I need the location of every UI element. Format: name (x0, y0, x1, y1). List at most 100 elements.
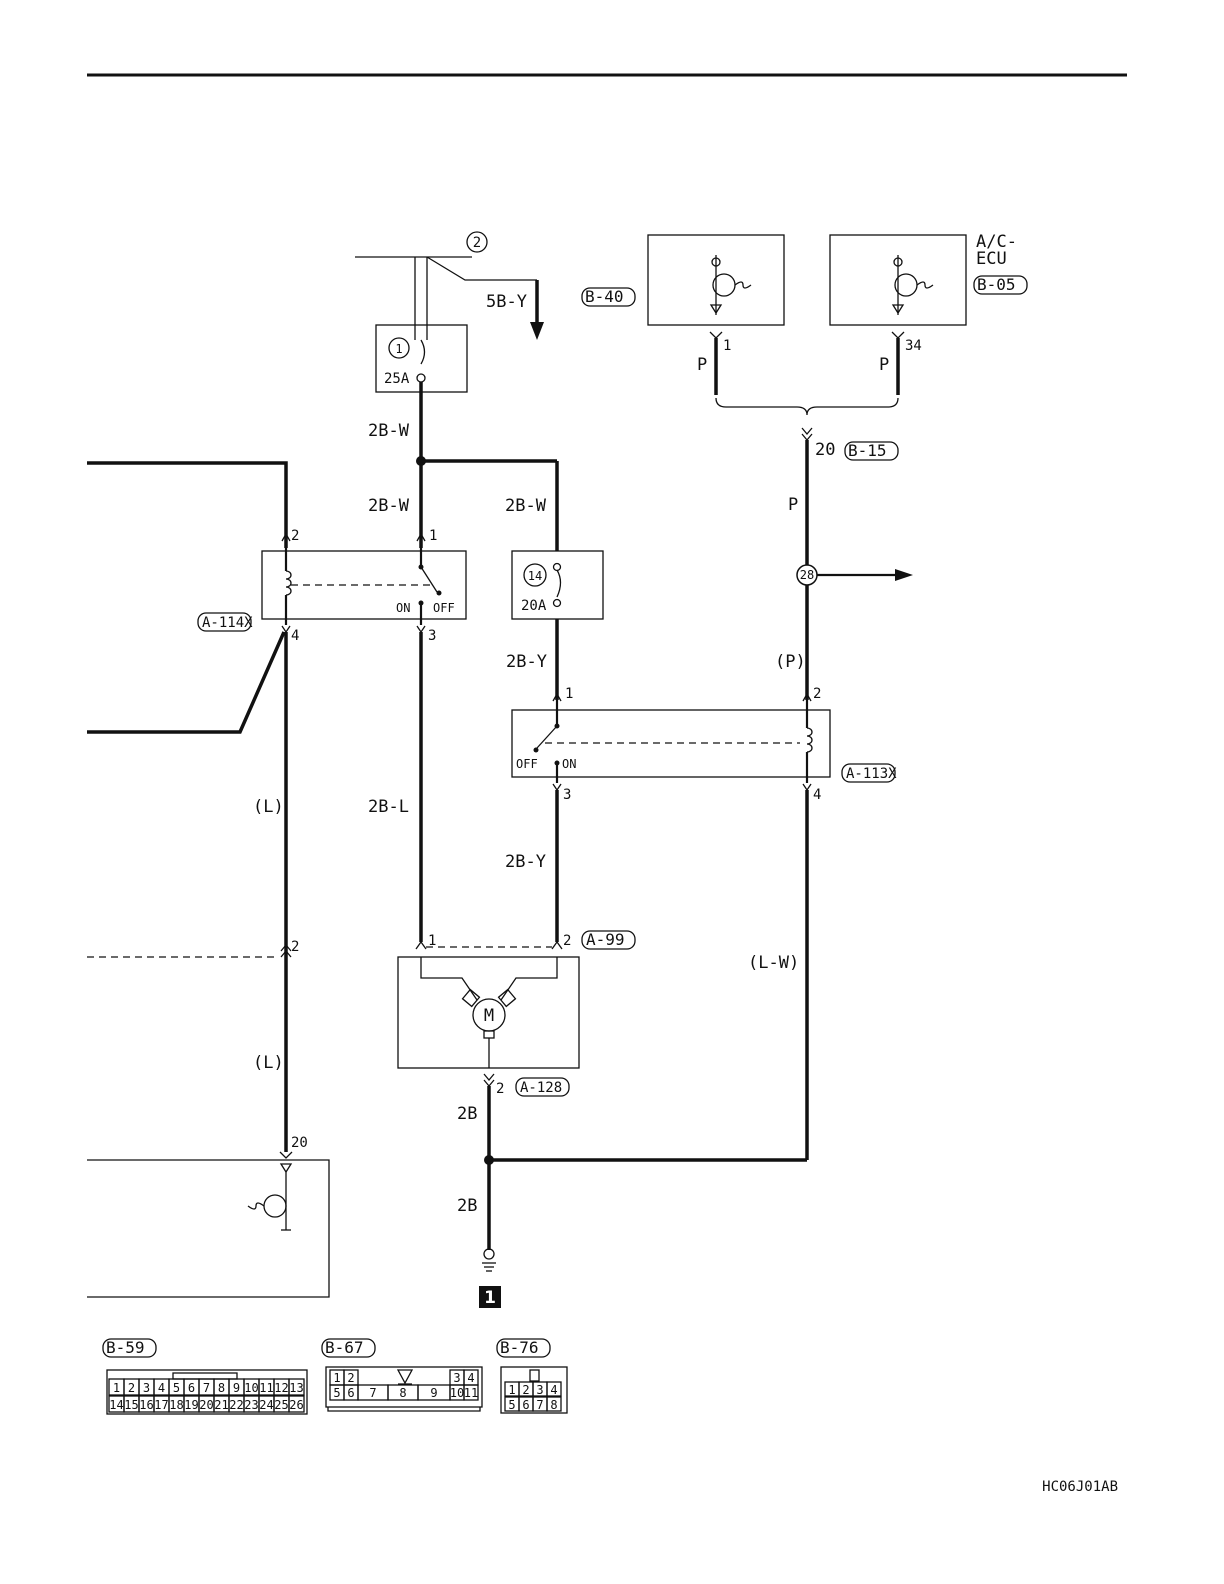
relay-a114x-pin-4: 4 (291, 628, 299, 644)
ecu-b05-pin: 34 (905, 338, 922, 354)
bus-marker: 2 (473, 235, 481, 251)
b59-pin: 24 (259, 1398, 273, 1412)
relay-a114x: 2 1 ON OFF 4 3 A-114X (197, 528, 467, 644)
b67-key-icon (396, 1369, 414, 1385)
transistor-icon (263, 1194, 287, 1218)
brace (715, 397, 899, 416)
b76-pin: 1 (508, 1383, 515, 1397)
b59-row2: 14 15 16 17 18 19 20 21 22 23 24 25 26 (108, 1395, 305, 1413)
wire-2b-w-a: 2B-W (368, 421, 410, 441)
fuse-14-rating: 20A (521, 598, 547, 614)
ground-icon (483, 1248, 495, 1260)
ecu-b40: B-40 1 P (581, 234, 785, 395)
wire-2b-y-a: 2B-Y (506, 652, 547, 672)
wire-l-w: (L-W) (748, 953, 799, 973)
b67-pin: 8 (399, 1386, 406, 1400)
b15-wire: P (788, 495, 798, 515)
b67-pin: 2 (347, 1371, 354, 1385)
relay-switch-icon (536, 725, 558, 749)
b59-pin: 12 (274, 1381, 288, 1395)
ecu-b40-connector: B-40 (585, 287, 624, 306)
b59-pin: 10 (244, 1381, 258, 1395)
b67-pin: 7 (369, 1386, 376, 1400)
b59-pin: 5 (173, 1381, 180, 1395)
ecu-b05-name-2: ECU (976, 249, 1007, 269)
wire-2b-a: 2B (457, 1104, 477, 1124)
b59-pin: 23 (244, 1398, 258, 1412)
relay-a114x-pin-2: 2 (291, 528, 299, 544)
ground-point: 1 (484, 1288, 496, 1308)
b59-pin: 25 (274, 1398, 288, 1412)
relay-a114x-off: OFF (433, 601, 455, 615)
b76-pin: 6 (522, 1398, 529, 1412)
b67-pin: 10 (450, 1386, 464, 1400)
wire-l-lower: (L) (253, 1053, 284, 1073)
lower-left-ecu: 20 (87, 1135, 330, 1298)
fuse-rating: 25A (384, 371, 410, 387)
connector-b76: B-76 1 2 3 4 5 6 7 8 (496, 1338, 568, 1414)
relay-a113x-on: ON (562, 757, 576, 771)
b76-label: B-76 (500, 1338, 539, 1357)
b59-pin: 14 (109, 1398, 123, 1412)
b59-pin: 3 (143, 1381, 150, 1395)
arrow-right-icon (895, 569, 913, 581)
b76-pin: 4 (550, 1383, 557, 1397)
fuse-element-icon (556, 569, 562, 598)
b67-pin: 5 (333, 1386, 340, 1400)
connector-b67: B-67 1 2 3 4 5 6 7 8 9 10 11 (321, 1338, 483, 1412)
ecu-b05-wire: P (879, 355, 889, 375)
ecu-b05: A/C- ECU B-05 34 P (829, 232, 1028, 395)
fuse-14: 14 20A (511, 550, 604, 700)
wire-2b-l: 2B-L (368, 797, 409, 817)
motor-ground-pin: 2 (496, 1081, 504, 1097)
splice-number: 28 (800, 568, 814, 582)
b59-pin: 1 (113, 1381, 120, 1395)
ground-point-badge (479, 1286, 501, 1308)
pin-arrow-icon (281, 532, 291, 542)
b67-pin: 9 (430, 1386, 437, 1400)
wire-l-upper: (L) (253, 797, 284, 817)
motor-pin-1: 1 (428, 933, 436, 949)
b59-pin: 18 (169, 1398, 183, 1412)
relay-a113x-connector: A-113X (846, 766, 897, 782)
wire-2b-b: 2B (457, 1196, 477, 1216)
b59-pin: 9 (233, 1381, 240, 1395)
relay-a113x-pin-4: 4 (813, 787, 821, 803)
fan-motor: 1 2 A-99 M 2 A-128 (397, 930, 636, 1097)
connector-b59: B-59 1 2 3 4 5 6 7 8 9 10 11 12 13 14 15… (102, 1338, 308, 1415)
fuse-number-circle (388, 337, 410, 359)
b59-pin: 11 (259, 1381, 273, 1395)
b76-pin: 8 (550, 1398, 557, 1412)
motor-pin-2: 2 (563, 933, 571, 949)
b59-pin: 20 (199, 1398, 213, 1412)
arrow-down-icon (530, 322, 544, 340)
left-pin-20: 20 (291, 1135, 308, 1151)
fuse-14-number: 14 (528, 569, 542, 583)
b67-pin: 4 (467, 1371, 474, 1385)
wire-2b-y-b: 2B-Y (505, 852, 546, 872)
relay-a113x-pin-2: 2 (813, 686, 821, 702)
b59-pin: 16 (139, 1398, 153, 1412)
b59-pin: 4 (158, 1381, 165, 1395)
b67-label: B-67 (325, 1338, 364, 1357)
relay-a113x-pin-3: 3 (563, 787, 571, 803)
b67-pin: 3 (453, 1371, 460, 1385)
motor-symbol: M (484, 1006, 494, 1026)
b59-pin: 8 (218, 1381, 225, 1395)
ecu-b40-pin: 1 (723, 338, 731, 354)
fuse-element-icon (420, 339, 426, 365)
relay-coil-icon (285, 570, 292, 596)
wire-5b-y: 5B-Y (486, 292, 527, 312)
bus-marker-circle (466, 231, 488, 253)
relay-coil-icon (806, 727, 813, 753)
b59-pin: 26 (289, 1398, 303, 1412)
ecu-b05-connector: B-05 (977, 275, 1016, 294)
relay-a114x-connector: A-114X (202, 615, 253, 631)
b59-pin: 6 (188, 1381, 195, 1395)
b59-pin: 7 (203, 1381, 210, 1395)
relay-a113x-pin-1: 1 (565, 686, 573, 702)
b76-pin: 3 (536, 1383, 543, 1397)
b67-pin: 6 (347, 1386, 354, 1400)
top-bus: 2 5B-Y (355, 231, 544, 340)
